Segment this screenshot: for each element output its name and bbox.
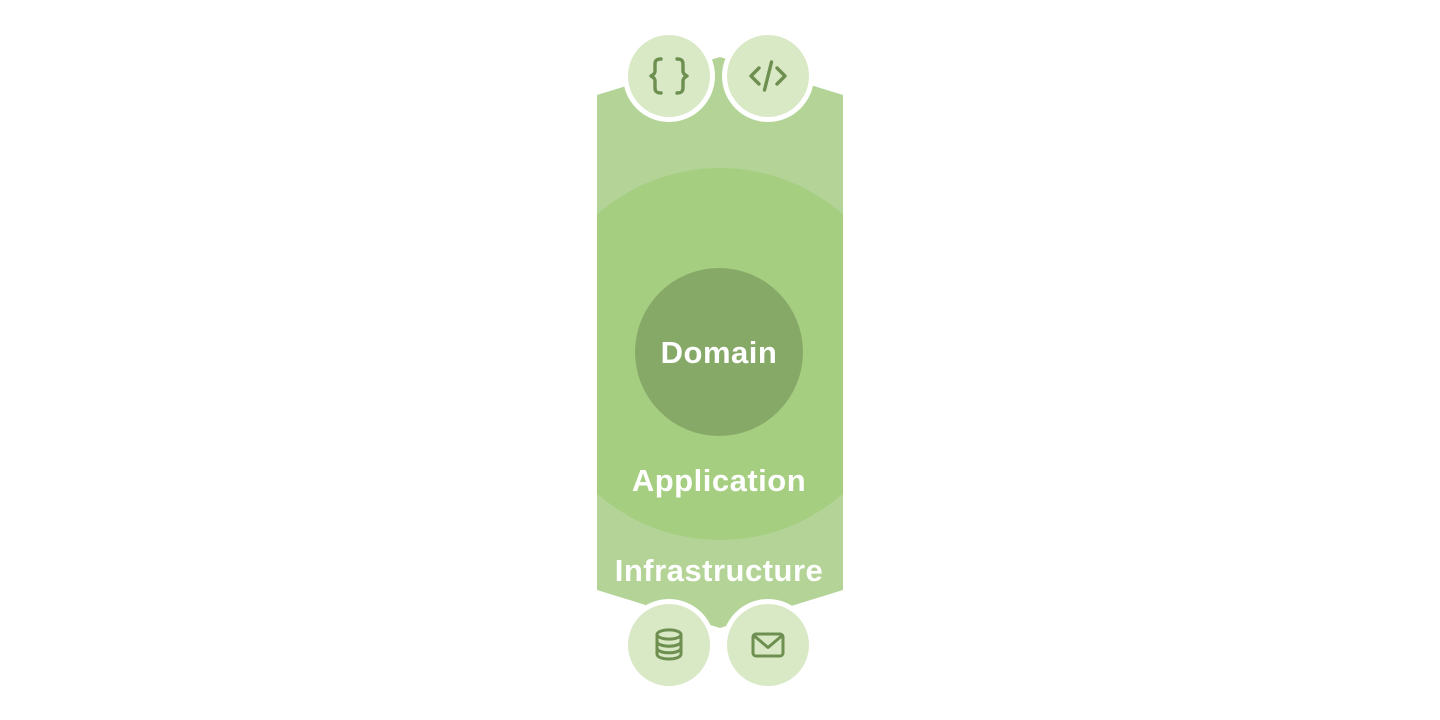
- application-label: Application: [632, 463, 806, 498]
- infrastructure-label: Infrastructure: [615, 553, 824, 588]
- braces-icon: [649, 57, 689, 95]
- database-icon: [655, 628, 683, 661]
- badge-background: [628, 35, 710, 117]
- domain-layer-shape: [635, 268, 803, 436]
- badge-bottom-right: [722, 599, 814, 691]
- badge-top-left: [623, 30, 715, 122]
- badge-top-right: [722, 30, 814, 122]
- domain-label: Domain: [661, 335, 778, 370]
- mail-icon: [751, 632, 785, 658]
- badge-bottom-left: [623, 599, 715, 691]
- code-icon: [749, 60, 787, 92]
- badge-background: [727, 604, 809, 686]
